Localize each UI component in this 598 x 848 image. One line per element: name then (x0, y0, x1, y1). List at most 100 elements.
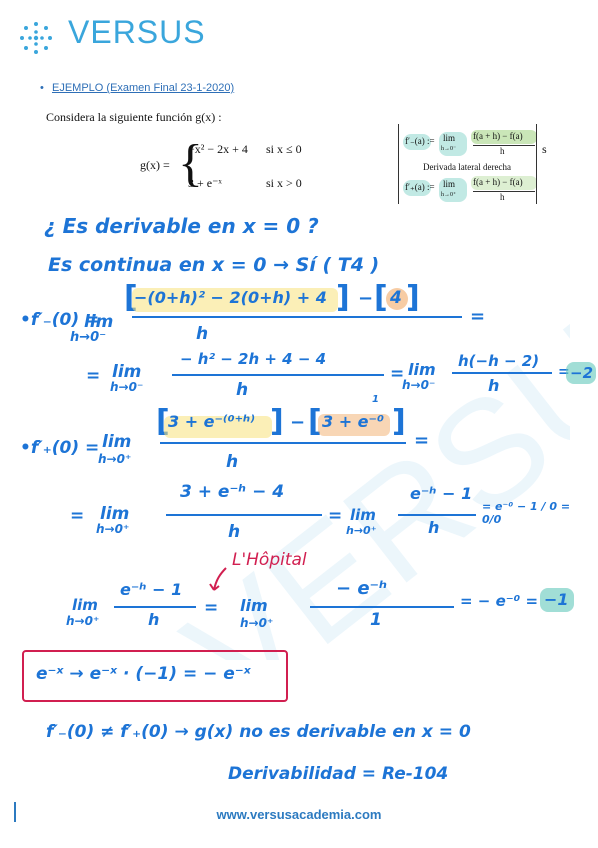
case2-expr: 3 + e⁻ˣ (188, 176, 222, 190)
lh-num2: − e⁻ʰ (336, 578, 388, 599)
eq-3: = (414, 430, 430, 451)
bracket-close-3: ] (270, 404, 284, 439)
lim-6-sub: h→0⁺ (346, 524, 377, 537)
statement-text: Considera la siguiente función g(x) : (46, 110, 222, 124)
lim-5: lim (100, 504, 130, 524)
neg-one: −1 (544, 590, 569, 609)
versus-logo-icon (16, 18, 56, 58)
frac-line-8 (310, 606, 454, 608)
frac-line-3 (452, 372, 552, 374)
ref-right-label: f′₊(a) := (405, 182, 435, 192)
neg-two-highlight (566, 362, 596, 384)
frac-line-5 (166, 514, 322, 516)
bullet: • (40, 82, 44, 94)
ref-caption: Derivada lateral derecha (423, 162, 511, 172)
frac-line-7 (114, 606, 196, 608)
neg-one-highlight (540, 588, 574, 612)
ref-sub-1: h→0⁻ (441, 146, 457, 152)
question: ¿ Es derivable en x = 0 ? (44, 214, 319, 238)
frac-line-1 (132, 316, 462, 318)
lim-2-sub: h→0⁻ (110, 380, 144, 394)
ref-right-border (536, 124, 537, 204)
step2-num: − h² − 2h + 4 − 4 (180, 350, 327, 368)
left-derivative-label: •f′₋(0) = (20, 310, 100, 330)
step2b-num: h(−h − 2) (458, 352, 540, 370)
bracket-close-2: ] (406, 280, 420, 315)
eq-4: = (70, 506, 85, 526)
bracket-open-4: [ (308, 404, 322, 439)
lim-1-sub: h→0⁻ (70, 330, 107, 345)
ref-den-2: h (500, 192, 505, 202)
step3b-num: e⁻ʰ − 1 (410, 484, 473, 503)
den-6: h (428, 518, 440, 537)
left-four: 4 (390, 288, 402, 308)
lim-1: lim (84, 312, 114, 332)
lim-7: lim (72, 596, 98, 614)
bracket-close-4: ] (392, 404, 406, 439)
right-sub-highlight (318, 414, 390, 436)
brand-name: VERSUS (68, 14, 206, 50)
lim-6: lim (350, 506, 376, 524)
ref-lim-1: lim (443, 133, 456, 143)
frac-line-4 (160, 442, 406, 444)
den-1: h (196, 324, 209, 344)
lim-7-sub: h→0⁺ (66, 614, 100, 628)
four-highlight (386, 288, 408, 310)
left-num: −(0+h)² − 2(0+h) + 4 (134, 288, 327, 307)
continuity-note: Es continua en x = 0 → Sí ( T4 ) (48, 254, 380, 276)
frac-line-2 (172, 374, 384, 376)
lim-2: lim (112, 362, 142, 382)
reference-box: f′₋(a) := lim h→0⁻ f(a + h) − f(a) h Der… (398, 124, 539, 204)
ref-num-1: f(a + h) − f(a) (473, 131, 523, 141)
small-one: 1 (372, 394, 379, 405)
bracket-open-2: [ (374, 280, 388, 315)
right-num: 3 + e⁻⁽⁰⁺ʰ⁾ (168, 412, 255, 431)
ref-left-label: f′₋(a) := (405, 136, 435, 146)
lh-result: = − e⁻⁰ = (460, 592, 539, 610)
right-minus: − (290, 412, 306, 433)
ref-side-mark: s (542, 142, 547, 156)
ref-den-1: h (500, 146, 505, 156)
case1-cond: si x ≤ 0 (266, 142, 302, 156)
bracket-close-1: ] (336, 280, 350, 315)
lh-den: h (148, 610, 160, 629)
signature: Derivabilidad = Re-104 (228, 764, 449, 784)
frac-line-6 (398, 514, 476, 516)
lim-5-sub: h→0⁺ (96, 522, 130, 536)
conclusion: f′₋(0) ≠ f′₊(0) → g(x) no es derivable e… (46, 722, 471, 742)
step2-eq: = (390, 364, 405, 384)
lim-4-sub: h→0⁺ (98, 452, 132, 466)
eq-1: = (470, 306, 486, 327)
lim-3: lim (408, 360, 436, 379)
case1-expr: −x² − 2x + 4 (188, 142, 248, 156)
right-sub-num: 3 + e⁻⁰ (322, 412, 384, 431)
right-num-highlight (164, 416, 272, 438)
footer-url[interactable]: www.versusacademia.com (216, 807, 382, 822)
function-lhs: g(x) = (140, 158, 170, 172)
boxed-rule: e⁻ˣ → e⁻ˣ · (−1) = − e⁻ˣ (36, 664, 251, 684)
footer-mark (14, 802, 16, 822)
den-5: h (228, 522, 241, 542)
ref-lim-2: lim (443, 179, 456, 189)
neg-two: −2 (570, 364, 594, 382)
example-link[interactable]: EJEMPLO (Examen Final 23-1-2020) (52, 82, 235, 94)
case2-cond: si x > 0 (266, 176, 302, 190)
eq-6: = (204, 598, 219, 618)
left-minus: − (358, 288, 374, 309)
step3-num: 3 + e⁻ʰ − 4 (180, 482, 285, 502)
lim-8: lim (240, 596, 268, 615)
lhopital-label: L'Hôpital (232, 550, 307, 570)
step2-arrow: = (558, 364, 570, 380)
den-2: h (236, 380, 249, 400)
eq-2: = (86, 366, 101, 386)
step3-result: = e⁻⁰ − 1 / 0 = 0/0 (482, 500, 571, 526)
lh-num: e⁻ʰ − 1 (120, 580, 183, 599)
brace: { (178, 135, 203, 192)
lh-den2: 1 (370, 610, 382, 630)
lim-8-sub: h→0⁺ (240, 616, 274, 630)
eq-5: = (328, 506, 343, 526)
lim-4: lim (102, 432, 132, 452)
left-num-highlight (132, 288, 338, 312)
right-derivative-label: •f′₊(0) = (20, 438, 100, 458)
rule-box (22, 650, 288, 702)
